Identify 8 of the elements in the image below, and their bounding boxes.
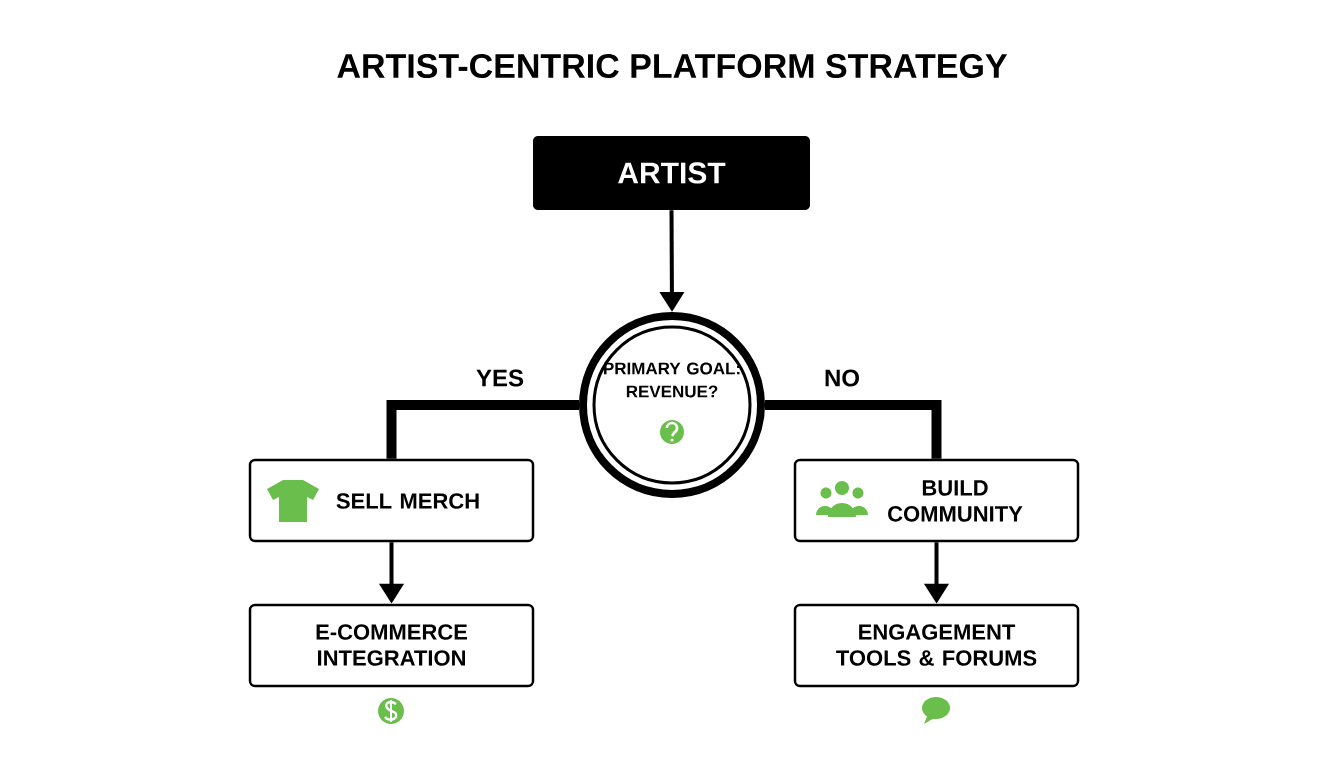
process-box: BUILD COMMUNITY	[793, 458, 1080, 543]
edge-label: NO	[822, 367, 862, 389]
process-box: ENGAGEMENT TOOLS & FORUMS	[793, 603, 1080, 688]
process-box: E-COMMERCE INTEGRATION	[248, 603, 535, 688]
start-box: ARTIST	[533, 136, 810, 210]
title: ARTIST-CENTRIC PLATFORM STRATEGY	[337, 53, 1008, 79]
process-box: SELL MERCH	[248, 458, 535, 543]
edge-label: YES	[474, 367, 526, 389]
